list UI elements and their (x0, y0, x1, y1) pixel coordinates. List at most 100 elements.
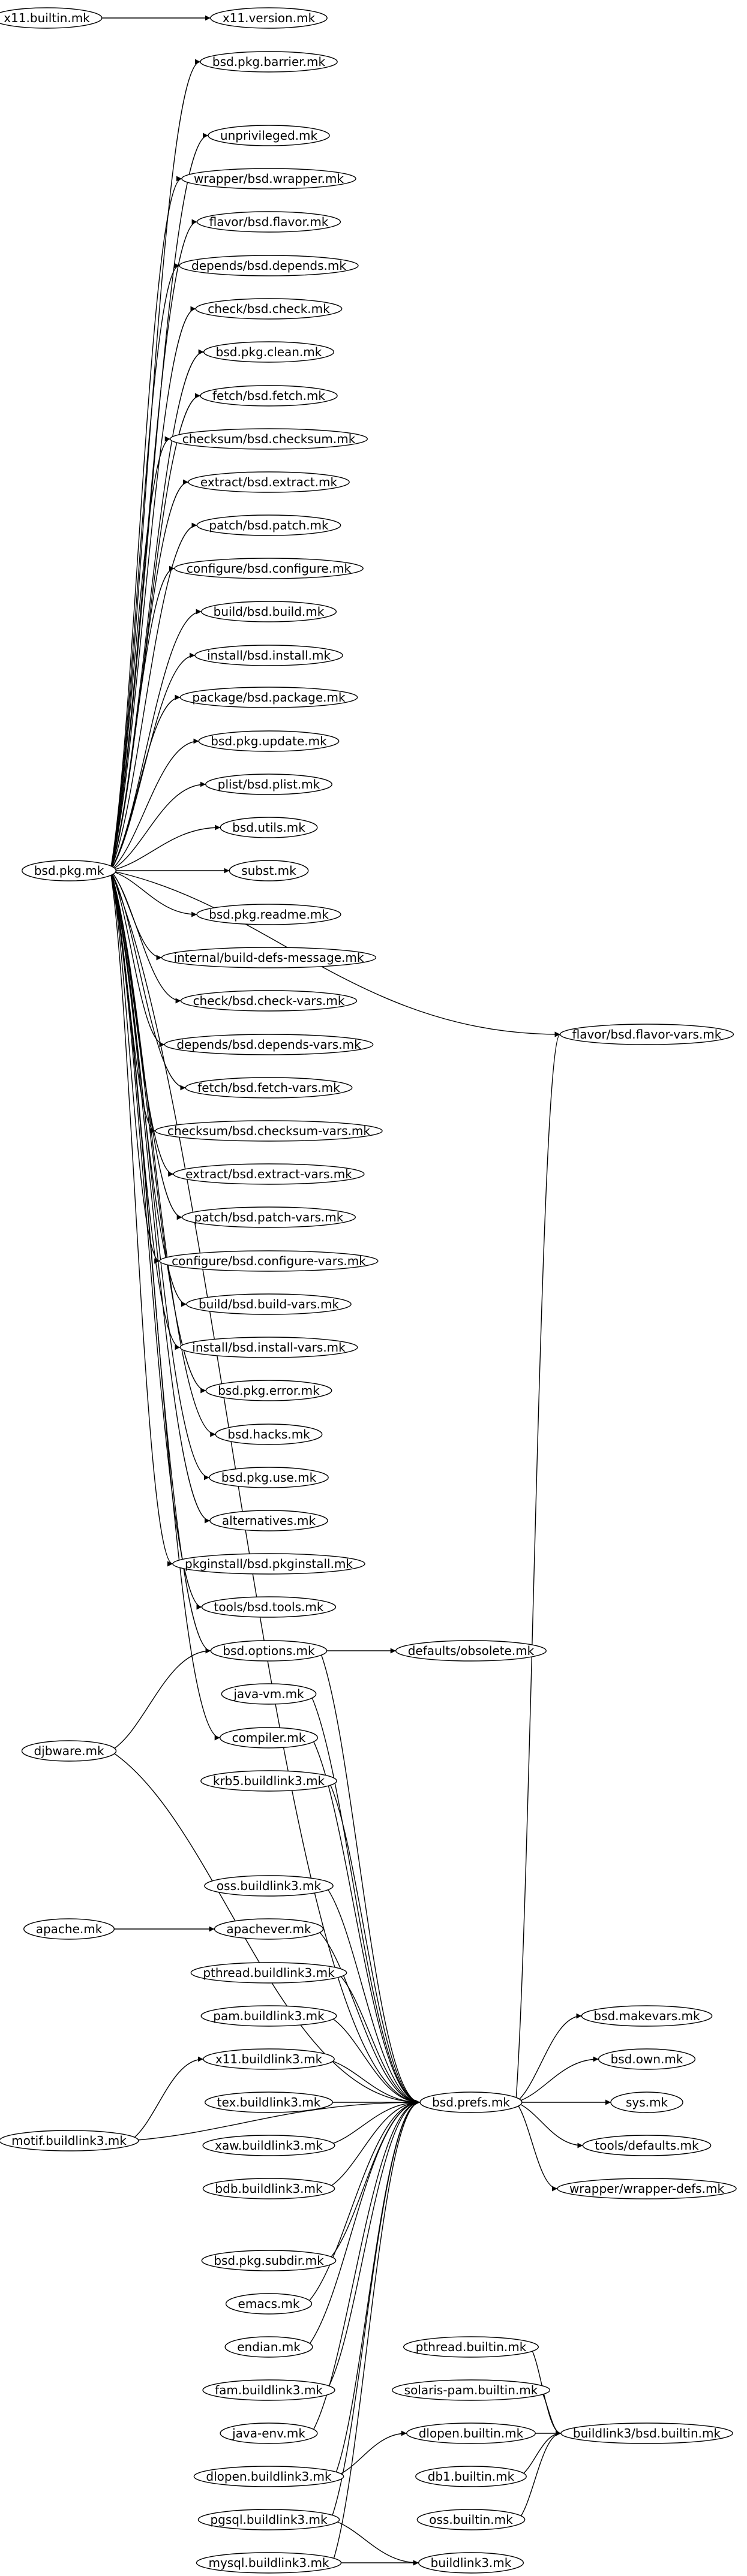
node-ellipse (159, 1250, 379, 1272)
graph-node-tools-bsd-tools: tools/bsd.tools.mk (201, 1596, 337, 1618)
node-label: wrapper/bsd.wrapper.mk (194, 171, 344, 186)
node-label: sys.mk (626, 2095, 668, 2109)
node-ellipse (181, 168, 356, 189)
graph-node-check-bsd-check: check/bsd.check.mk (195, 298, 343, 320)
node-ellipse (200, 51, 338, 73)
node-ellipse (174, 558, 364, 579)
node-label: flavor/bsd.flavor.mk (209, 215, 329, 229)
graph-node-install-bsd-install: install/bsd.install.mk (194, 645, 343, 666)
node-label: check/bsd.check-vars.mk (193, 994, 345, 1008)
node-ellipse (197, 2509, 340, 2530)
node-label: bsd.pkg.error.mk (218, 1383, 320, 1398)
node-label: compiler.mk (232, 1731, 306, 1745)
node-label: depends/bsd.depends.mk (191, 258, 346, 273)
edge-apachever-to-bsd-prefs (316, 1928, 421, 2105)
graph-node-fetch-bsd-fetch: fetch/bsd.fetch.mk (200, 385, 338, 407)
node-label: dlopen.buildlink3.mk (206, 2469, 332, 2484)
node-ellipse (209, 1467, 329, 1488)
node-label: bsd.utils.mk (232, 820, 305, 835)
node-label: tools/bsd.tools.mk (214, 1600, 324, 1614)
graph-node-install-bsd-install-vars: install/bsd.install-vars.mk (179, 1337, 358, 1358)
edge-pam-buildlink3-to-bsd-prefs (328, 2015, 421, 2105)
node-label: apachever.mk (226, 1922, 311, 1936)
node-ellipse (406, 2422, 536, 2444)
node-ellipse (416, 2509, 526, 2530)
node-ellipse (161, 947, 377, 968)
node-label: fetch/bsd.fetch-vars.mk (197, 1081, 340, 1095)
node-label: buildlink3.mk (431, 2556, 512, 2570)
node-ellipse (196, 514, 341, 536)
node-label: pgsql.buildlink3.mk (210, 2512, 328, 2527)
node-label: dlopen.builtin.mk (419, 2426, 524, 2440)
node-ellipse (220, 817, 318, 838)
node-ellipse (185, 1077, 353, 1099)
edge-solaris-pam-builtin-to-buildlink3-bsd-builtin (540, 2390, 562, 2436)
edge-bsd-pkg-subdir-to-bsd-prefs (327, 2099, 421, 2261)
graph-node-bsd-own: bsd.own.mk (598, 2048, 696, 2070)
edge-oss-builtin-to-buildlink3-bsd-builtin (518, 2430, 561, 2520)
node-ellipse (179, 255, 359, 276)
node-ellipse (0, 2130, 139, 2151)
graph-node-bsd-pkg: bsd.pkg.mk (22, 860, 116, 881)
node-ellipse (229, 860, 309, 881)
node-ellipse (201, 1596, 337, 1618)
node-label: db1.builtin.mk (428, 2469, 515, 2484)
node-ellipse (203, 341, 335, 363)
graph-node-extract-bsd-extract-vars: extract/bsd.extract-vars.mk (173, 1163, 365, 1185)
node-ellipse (196, 211, 341, 233)
graph-node-buildlink3-bsd-builtin: buildlink3/bsd.builtin.mk (560, 2422, 733, 2444)
node-label: mysql.buildlink3.mk (208, 2556, 329, 2570)
graph-node-wrapper-wrapper-defs: wrapper/wrapper-defs.mk (557, 2178, 737, 2199)
edge-pthread-buildlink3-to-bsd-prefs (337, 1972, 421, 2105)
node-label: pam.buildlink3.mk (213, 2009, 325, 2023)
graph-node-flavor-bsd-flavor: flavor/bsd.flavor.mk (196, 211, 341, 233)
node-label: bsd.pkg.use.mk (221, 1470, 317, 1485)
node-ellipse (190, 1962, 347, 1984)
edge-bsd-pkg-to-pkginstall-bsd-pkginstall (110, 870, 173, 1567)
edge-bsd-prefs-to-wrapper-wrapper-defs (515, 2102, 558, 2192)
graph-node-sys: sys.mk (610, 2092, 683, 2113)
edge-bsd-pkg-to-wrapper-bsd-wrapper (110, 176, 182, 871)
node-ellipse (21, 1740, 117, 1762)
node-label: endian.mk (237, 2340, 301, 2354)
graph-node-configure-bsd-configure-vars: configure/bsd.configure-vars.mk (159, 1250, 379, 1272)
graph-node-tex-buildlink3: tex.buildlink3.mk (204, 2092, 334, 2113)
node-label: x11.version.mk (223, 11, 316, 25)
edge-bsd-pkg-to-check-bsd-check (110, 306, 196, 871)
edge-pgsql-buildlink3-to-buildlink3 (331, 2519, 419, 2566)
node-ellipse (193, 2466, 344, 2487)
node-ellipse (582, 2135, 712, 2156)
node-label: djbware.mk (34, 1744, 104, 1758)
node-label: package/bsd.package.mk (192, 690, 346, 705)
graph-node-build-bsd-build: build/bsd.build.mk (200, 601, 337, 622)
graph-node-pgsql-buildlink3: pgsql.buildlink3.mk (197, 2509, 340, 2530)
node-label: fetch/bsd.fetch.mk (212, 389, 325, 403)
edge-bsd-pkg-to-plist-bsd-plist (110, 781, 206, 871)
graph-node-checksum-bsd-checksum: checksum/bsd.checksum.mk (170, 428, 368, 450)
graph-node-java-vm: java-vm.mk (221, 1683, 317, 1705)
edge-mysql-buildlink3-to-bsd-prefs (332, 2099, 421, 2563)
edge-bsd-pkg-to-checksum-bsd-checksum (110, 436, 170, 871)
node-label: java-vm.mk (233, 1687, 304, 1701)
node-ellipse (224, 2336, 313, 2358)
graph-node-java-env: java-env.mk (220, 2422, 318, 2444)
node-label: solaris-pam.builtin.mk (404, 2383, 538, 2397)
node-label: bsd.pkg.readme.mk (209, 907, 329, 922)
node-ellipse (200, 1770, 337, 1792)
node-label: extract/bsd.extract.mk (200, 475, 338, 489)
graph-node-endian: endian.mk (224, 2336, 313, 2358)
node-label: patch/bsd.patch-vars.mk (194, 1210, 344, 1224)
edge-bsd-pkg-to-alternatives (110, 870, 210, 1524)
node-label: wrapper/wrapper-defs.mk (569, 2181, 724, 2196)
node-ellipse (418, 2552, 524, 2574)
node-ellipse (22, 860, 116, 881)
node-label: pkginstall/bsd.pkginstall.mk (185, 1557, 353, 1571)
graph-node-bsd-prefs: bsd.prefs.mk (419, 2092, 523, 2113)
node-ellipse (419, 2092, 523, 2113)
node-ellipse (23, 1918, 115, 1940)
node-ellipse (557, 2178, 737, 2199)
edge-djbware-to-bsd-prefs (110, 1750, 421, 2105)
graph-node-buildlink3: buildlink3.mk (418, 2552, 524, 2574)
graph-node-apache: apache.mk (23, 1918, 115, 1940)
graph-node-fam-buildlink3: fam.buildlink3.mk (202, 2379, 335, 2401)
